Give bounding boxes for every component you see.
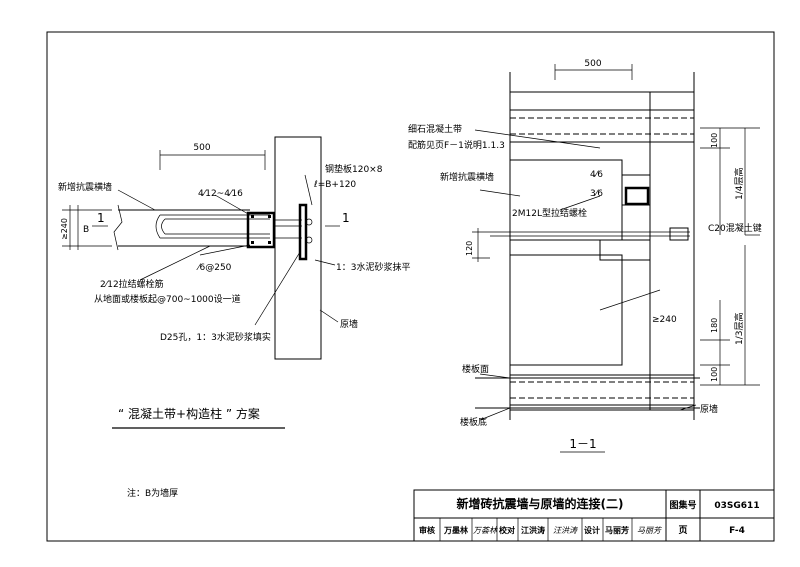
right-fine-concrete-band: 细石混凝土带 (408, 123, 462, 135)
left-bolt-spacing: 从地面或楼板起@700~1000设一道 (94, 293, 241, 305)
left-bolt-label: 2⁄12拉结螺栓筋 (100, 278, 164, 290)
right-new-wall-label: 新增抗震横墙 (440, 171, 494, 183)
right-reinforcement-note: 配筋见页F－1说明1.1.3 (408, 139, 505, 151)
page-label: 页 (678, 525, 687, 536)
left-plate-label: 钢垫板120×8 (325, 163, 383, 175)
drawing-title: 新增砖抗震墙与原墙的连接(二) (457, 496, 624, 511)
steel-plate (298, 203, 308, 261)
right-bolt-label: 2M12L型拉结螺栓 (512, 207, 587, 219)
check-signature: 汪洪涛 (553, 526, 578, 535)
review-signature: 万荟林 (473, 526, 498, 535)
check-label: 校对 (499, 525, 515, 535)
atlas-label: 图集号 (669, 499, 696, 511)
page-number: F-4 (729, 526, 745, 536)
review-label: 审核 (419, 525, 435, 535)
original-wall-right (649, 91, 695, 411)
right-quarter-height: 1/4层高 (733, 168, 745, 201)
left-dim-240: ≥240 (60, 218, 69, 240)
left-scheme-title: “ 混凝土带+构造柱 ” 方案 (118, 406, 260, 421)
new-wall-hatch (509, 91, 651, 411)
concrete-band-bottom (509, 374, 695, 406)
review-name: 万墨林 (443, 525, 468, 535)
right-rebar-3: 3⁄6 (590, 189, 603, 199)
right-dim-100-bottom: 100 (710, 367, 719, 382)
right-dim-120: 120 (465, 241, 474, 256)
design-signature: 马丽芳 (637, 526, 663, 535)
right-floor-bottom: 楼板底 (460, 416, 487, 428)
right-rebar-4: 4⁄6 (590, 170, 603, 180)
left-rebar-top: 4⁄12~4⁄16 (198, 189, 243, 199)
right-dim-180: 180 (710, 318, 719, 333)
design-name: 马丽芳 (605, 525, 629, 535)
right-floor-top: 楼板面 (462, 363, 489, 375)
original-wall-hatch (274, 136, 322, 360)
right-section-mark-1: 1 (342, 211, 350, 225)
design-label: 设计 (584, 525, 600, 535)
left-section-mark-1: 1 (97, 211, 105, 225)
note-text: 注：B为墙厚 (127, 487, 178, 499)
left-dim-B: B (83, 225, 89, 235)
structural-column (246, 211, 276, 249)
left-mortar-plaster: 1：3水泥砂浆抹平 (336, 261, 410, 273)
sheet-border (46, 31, 775, 542)
right-c20-key: C20混凝土键 (708, 222, 762, 234)
concrete-band-top (509, 109, 695, 143)
right-dim-500: 500 (584, 59, 601, 69)
atlas-number: 03SG611 (714, 501, 759, 511)
left-stirrup: ⁄6@250 (196, 263, 232, 273)
left-orig-wall: 原墙 (340, 318, 358, 330)
left-hole-label: D25孔，1：3水泥砂浆填实 (160, 331, 271, 343)
right-dim-100-top: 100 (710, 133, 719, 148)
check-name: 江洪涛 (521, 525, 545, 535)
right-third-height: 1/3层高 (733, 313, 745, 346)
left-dim-500: 500 (193, 143, 210, 153)
right-orig-wall: 原墙 (700, 403, 718, 415)
right-section-detail (472, 64, 760, 453)
left-plan-detail (62, 136, 340, 360)
left-new-wall-label: 新增抗震横墙 (58, 181, 112, 193)
right-dim-240: ≥240 (652, 315, 677, 325)
left-plate-len: ℓ=B+120 (313, 180, 356, 190)
right-section-title: 1－1 (569, 437, 596, 451)
title-block (413, 489, 775, 542)
